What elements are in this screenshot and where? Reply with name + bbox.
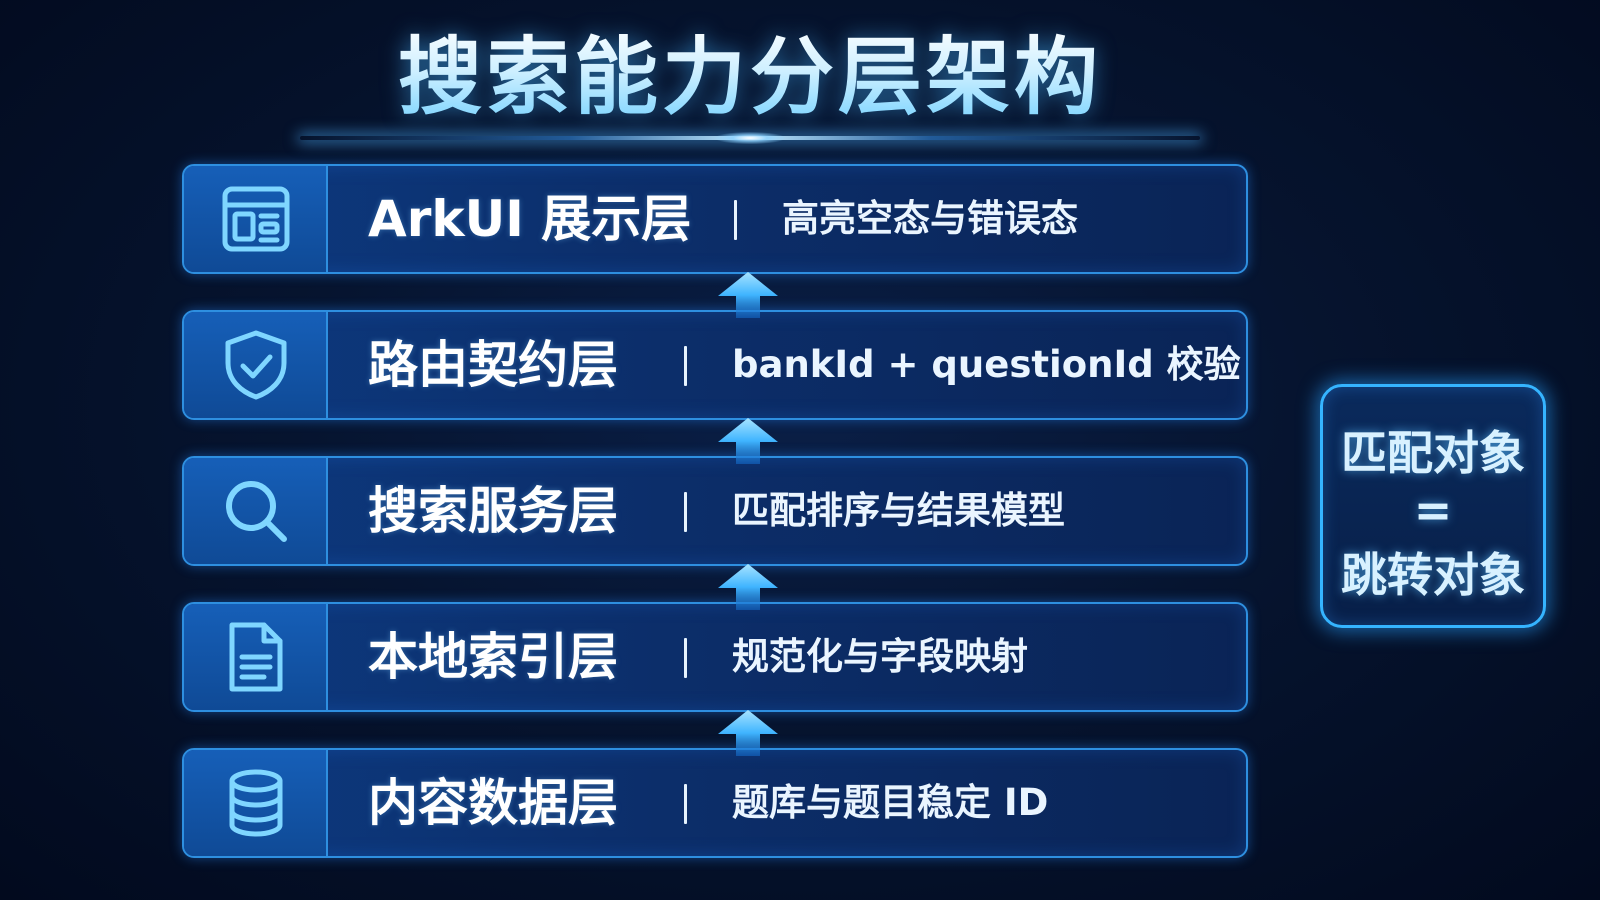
layer-description: 高亮空态与错误态 (782, 197, 1078, 240)
layer-separator (684, 492, 687, 532)
layer-name: ArkUI 展示层 (368, 190, 692, 248)
layer-routing-contract: 路由契约层 bankId + questionId 校验 (182, 310, 1248, 420)
layer-separator (684, 638, 687, 678)
side-note-line-3: 跳转对象 (1341, 548, 1525, 602)
layer-description: 匹配排序与结果模型 (732, 489, 1065, 532)
side-note-box: 匹配对象 = 跳转对象 (1320, 384, 1546, 628)
side-note-equals: = (1413, 483, 1453, 537)
layer-separator (734, 200, 737, 240)
layer-local-index: 本地索引层 规范化与字段映射 (182, 602, 1248, 712)
layer-icon-box (184, 750, 328, 856)
arrow-up-icon (718, 272, 778, 318)
title-underline-highlight (715, 132, 785, 144)
layer-separator (684, 784, 687, 824)
layer-name: 路由契约层 (368, 336, 618, 394)
shield-check-icon (225, 330, 287, 400)
search-icon (226, 481, 287, 542)
arrow-up-icon (718, 564, 778, 610)
layer-description: 题库与题目稳定 ID (732, 781, 1049, 824)
layer-description: bankId + questionId 校验 (732, 343, 1241, 386)
layer-search-service: 搜索服务层 匹配排序与结果模型 (182, 456, 1248, 566)
layer-icon-box (184, 312, 328, 418)
database-icon (229, 769, 283, 837)
layer-name: 本地索引层 (368, 628, 618, 686)
layer-description: 规范化与字段映射 (732, 635, 1028, 678)
layer-icon-box (184, 458, 328, 564)
layer-name: 搜索服务层 (368, 482, 618, 540)
layout-window-icon (222, 186, 290, 252)
layer-icon-box (184, 166, 328, 272)
layer-separator (684, 346, 687, 386)
side-note-line-1: 匹配对象 (1341, 426, 1525, 480)
layer-arkui-presentation: ArkUI 展示层 高亮空态与错误态 (182, 164, 1248, 274)
document-icon (229, 622, 283, 692)
layer-icon-box (184, 604, 328, 710)
diagram-title: 搜索能力分层架构 (0, 22, 1500, 132)
layer-name: 内容数据层 (368, 774, 618, 832)
arrow-up-icon (718, 710, 778, 756)
layer-content-data: 内容数据层 题库与题目稳定 ID (182, 748, 1248, 858)
arrow-up-icon (718, 418, 778, 464)
